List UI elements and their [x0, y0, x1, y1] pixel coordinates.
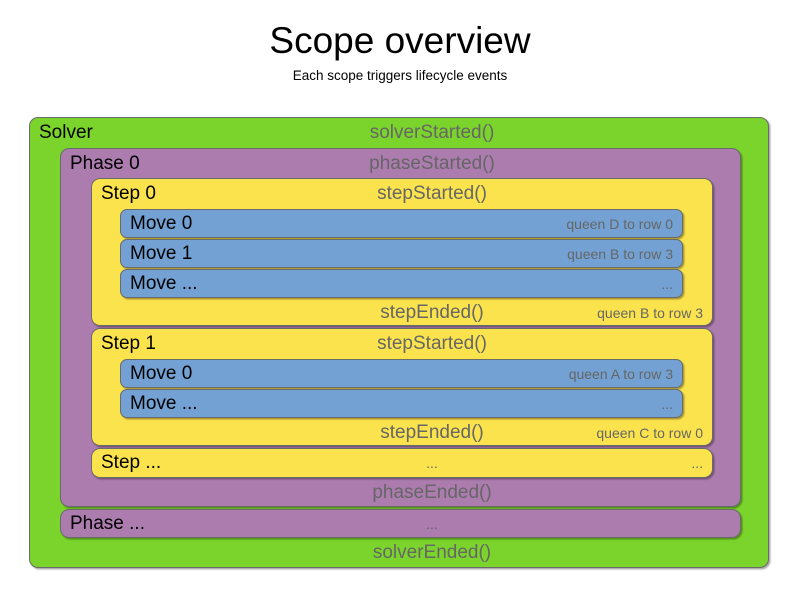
scope-box-step-0-move-more[interactable] [120, 269, 683, 298]
scope-box-step-0-move-0[interactable] [120, 209, 683, 238]
page-title: Scope overview [269, 20, 531, 61]
page-header: Scope overview Each scope triggers lifec… [0, 0, 800, 83]
scope-box-step-0-move-1[interactable] [120, 239, 683, 268]
scope-box-step-1-move-0[interactable] [120, 359, 683, 388]
page-subtitle: Each scope triggers lifecycle events [292, 68, 508, 83]
scope-box-step-1-move-more[interactable] [120, 389, 683, 418]
scope-box-step-more[interactable] [91, 448, 713, 478]
scope-box-phase-more[interactable] [60, 509, 741, 538]
